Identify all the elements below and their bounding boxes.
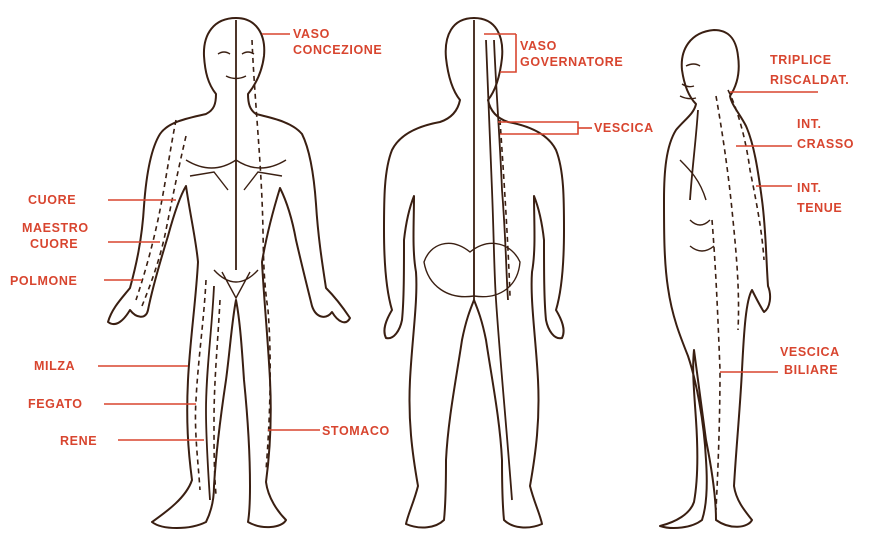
label-milza: MILZA	[34, 359, 75, 373]
label-triplice-line2: RISCALDAT.	[770, 73, 849, 87]
label-stomaco: STOMACO	[322, 424, 390, 438]
label-triplice-line1: TRIPLICE	[770, 53, 832, 67]
label-vaso-concezione-line1: VASO	[293, 27, 330, 41]
label-int-crasso-line2: CRASSO	[797, 137, 854, 151]
side-figure	[660, 30, 770, 528]
label-rene: RENE	[60, 434, 97, 448]
label-vescica-biliare-line1: VESCICA	[780, 345, 840, 359]
label-vaso-governatore-line1: VASO	[520, 39, 557, 53]
label-vescica-biliare-line2: BILIARE	[784, 363, 838, 377]
label-vescica: VESCICA	[594, 121, 654, 135]
label-int-tenue-line1: INT.	[797, 181, 822, 195]
label-vaso-governatore-line2: GOVERNATORE	[520, 55, 623, 69]
label-maestro-cuore-line2: CUORE	[30, 237, 78, 251]
label-vaso-concezione-line2: CONCEZIONE	[293, 43, 382, 57]
label-int-tenue-line2: TENUE	[797, 201, 842, 215]
back-figure	[384, 18, 564, 527]
label-int-crasso-line1: INT.	[797, 117, 822, 131]
label-cuore: CUORE	[28, 193, 76, 207]
label-fegato: FEGATO	[28, 397, 83, 411]
front-figure	[108, 18, 350, 528]
label-maestro-cuore-line1: MAESTRO	[22, 221, 89, 235]
label-polmone: POLMONE	[10, 274, 77, 288]
